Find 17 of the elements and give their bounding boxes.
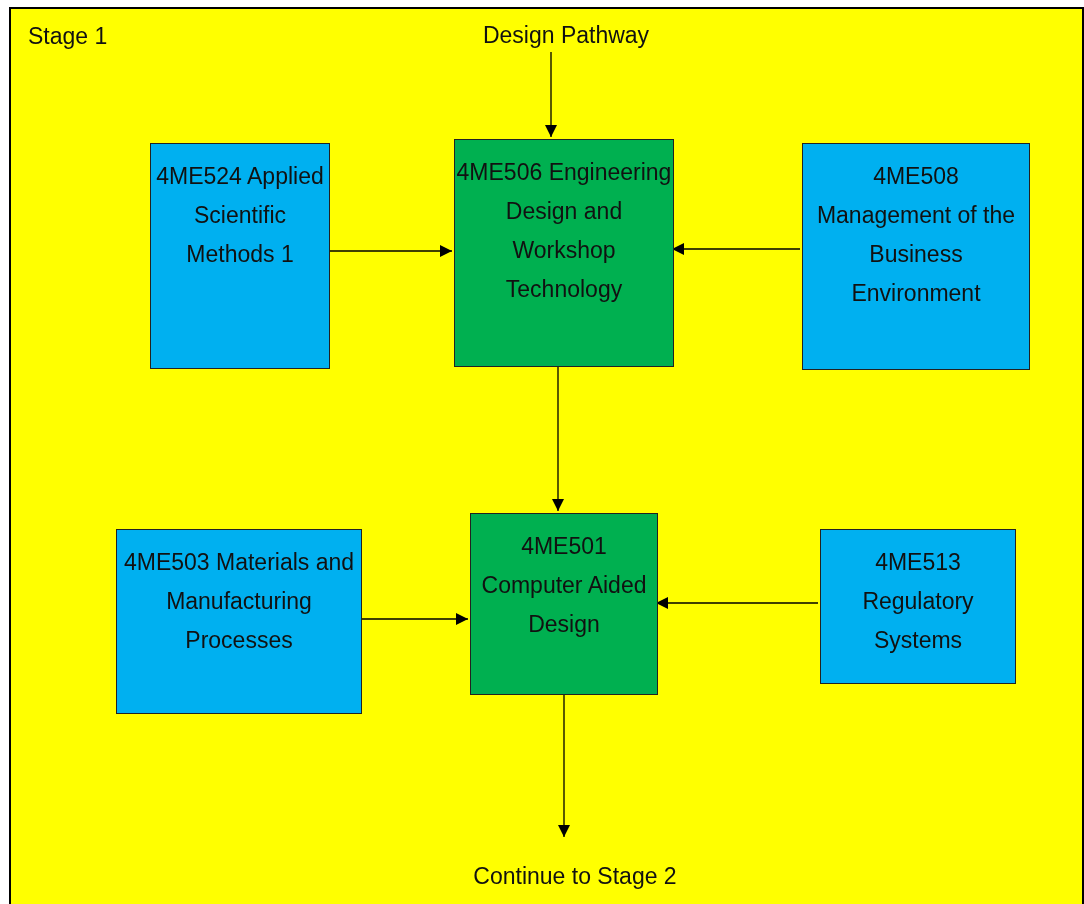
stage-heading: Stage 1 <box>28 23 108 50</box>
module-box: 4ME524 Applied Scientific Methods 1 <box>150 143 330 369</box>
pathway-label: Continue to Stage 2 <box>455 863 695 897</box>
arrow <box>671 243 801 255</box>
pathway-label: Design Pathway <box>466 22 666 54</box>
arrow <box>558 692 570 838</box>
arrow <box>655 597 819 609</box>
module-box: 4ME503 Materials and Manufacturing Processes <box>116 529 362 714</box>
arrow <box>327 245 453 257</box>
module-box: 4ME508 Management of the Business Environment <box>802 143 1030 370</box>
arrow <box>552 364 564 512</box>
module-box: 4ME506 Engineering Design and Workshop Technology <box>454 139 674 367</box>
arrow <box>545 51 557 138</box>
arrow <box>359 613 469 625</box>
module-box: 4ME513 Regulatory Systems <box>820 529 1016 684</box>
module-box: 4ME501 Computer Aided Design <box>470 513 658 695</box>
stage-panel <box>9 7 1084 904</box>
